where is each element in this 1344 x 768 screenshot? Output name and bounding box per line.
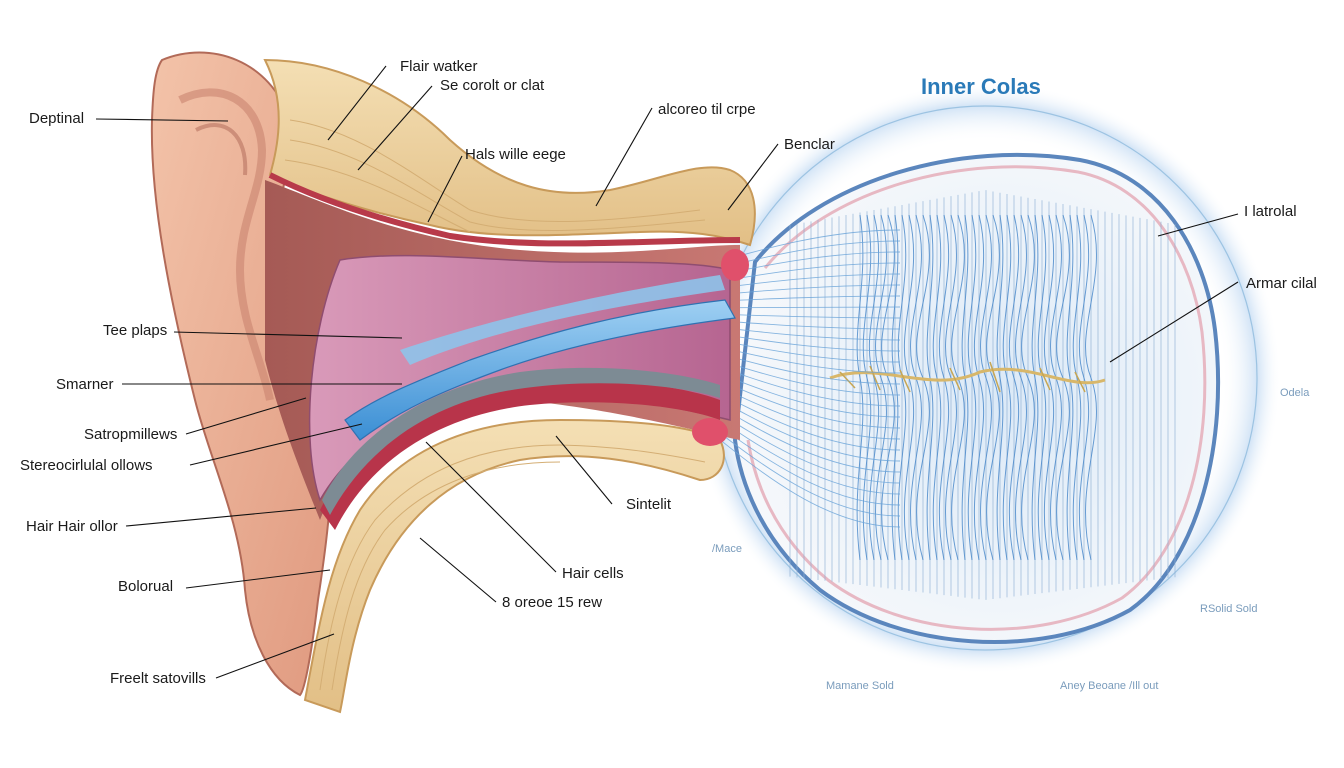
upper-bone [263,58,756,247]
faint-label-mamane: Mamane Sold [826,680,894,692]
label-hals-wille: Hals wille eege [465,146,566,163]
faint-label-mace: /Mace [712,543,742,555]
blue-tube [344,275,736,441]
diagram-title: Inner Colas [921,74,1041,99]
lower-knob [692,418,728,446]
label-stereocirlulal: Stereocirlulal ollows [20,457,153,474]
label-hair-hair-ollor: Hair Hair ollor [26,518,118,535]
label-smarner: Smarner [56,376,114,393]
label-tee-plaps: Tee plaps [103,322,168,339]
faint-label-rsolid: RSolid Sold [1200,603,1258,615]
faint-label-aney: Aney Beoane /Ill out [1060,680,1159,692]
label-bolorual: Bolorual [118,578,174,595]
inner-disc [689,82,1281,674]
lower-bone [303,418,725,714]
lower-membranes [320,367,720,530]
label-latrolal: I latrolal [1244,203,1297,220]
label-8-oreoe: 8 oreoe 15 rew [502,594,603,611]
label-alcoreo: alcoreo til crpe [658,101,756,118]
label-benclar: Benclar [784,136,835,153]
label-se-corolt: Se corolt or clat [440,77,545,94]
leader-lines [95,65,1239,679]
label-satropmillews: Satropmillews [84,426,178,443]
label-sintelit: Sintelit [626,496,672,513]
faint-label-odela: Odela [1280,387,1310,399]
upper-knob [721,249,749,281]
label-hair-cells: Hair cells [562,565,624,582]
label-armar-cilal: Armar cilal [1246,275,1317,292]
label-deptinal: Deptinal [29,110,85,127]
label-flair-watker: Flair watker [400,58,478,75]
label-freelt-satovills: Freelt satovills [110,670,206,687]
